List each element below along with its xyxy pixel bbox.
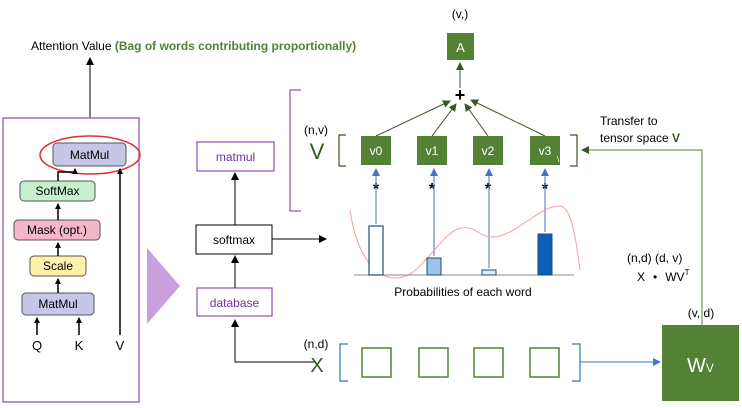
input-k-label: K xyxy=(75,338,84,353)
transfer-line-2: tensor space V xyxy=(600,131,680,145)
softmax-label: SoftMax xyxy=(35,184,79,198)
input-big-label: X xyxy=(310,355,323,377)
scaled-dot-product-panel xyxy=(2,117,140,403)
arrow-v3-to-sum xyxy=(470,99,546,137)
x-row-left-bracket xyxy=(339,343,348,382)
v3-cell: v3 \ xyxy=(530,136,560,165)
transfer-line-1: Transfer to xyxy=(600,114,658,128)
probability-curve xyxy=(349,205,581,279)
v1-label: v1 xyxy=(426,144,439,158)
matmul-top-label: MatMul xyxy=(70,148,109,162)
attention-value-title: Attention Value (Bag of words contributi… xyxy=(31,39,356,53)
input-q-label: Q xyxy=(32,338,42,353)
v1-cell: v1 xyxy=(417,136,447,165)
sum-plus-sign: + xyxy=(455,85,466,105)
arrow-v2-to-sum xyxy=(464,103,489,137)
values-big-label: V xyxy=(310,139,325,164)
weight-matrix-label: WV xyxy=(687,355,714,377)
mask-box xyxy=(13,219,101,241)
v1-box xyxy=(417,136,447,165)
matmul-bottom-label: MatMul xyxy=(38,297,77,311)
database-label: database xyxy=(210,296,260,310)
probability-bar-3 xyxy=(537,233,553,276)
output-shape-label: (v,) xyxy=(452,7,468,21)
x-cell-2 xyxy=(473,347,504,378)
multiply-star-1: * xyxy=(429,181,436,198)
probability-bar-2 xyxy=(481,269,497,276)
database-box xyxy=(196,287,273,317)
formula-shapes: (n,d) (d, v) xyxy=(627,251,682,265)
weight-matrix-box xyxy=(662,325,739,401)
probability-bar-0 xyxy=(368,225,384,276)
arrow-v0-to-sum xyxy=(375,100,451,137)
softmax-mid-label: softmax xyxy=(213,233,255,247)
matmul-top-box xyxy=(52,142,127,167)
matmul-box xyxy=(196,141,275,172)
scale-label: Scale xyxy=(43,259,73,273)
highlight-ellipse xyxy=(39,135,141,175)
output-a-box xyxy=(447,33,474,60)
matmul-label: matmul xyxy=(216,150,255,164)
output-a-label: A xyxy=(456,40,465,55)
probability-bar-1 xyxy=(426,257,442,276)
x-cell-3 xyxy=(529,347,560,378)
probabilities-caption: Probabilities of each word xyxy=(394,285,531,299)
v3-trailing-mark: \ xyxy=(557,155,560,164)
arrow-v1-to-sum xyxy=(431,103,457,137)
x-row-right-bracket xyxy=(572,343,581,382)
v-row-right-bracket xyxy=(570,134,578,167)
weight-shape-label: (v, d) xyxy=(688,306,714,320)
x-cell-0 xyxy=(361,347,392,378)
values-shape-label: (n,v) xyxy=(304,123,328,137)
v0-label: v0 xyxy=(370,144,383,158)
v-row-left-bracket xyxy=(338,134,346,167)
arrow-x-to-database xyxy=(231,319,316,363)
v3-label: v3 xyxy=(539,144,552,158)
multiply-star-2: * xyxy=(485,181,492,198)
arrow-softmax-matmul xyxy=(57,168,78,181)
input-v-label: V xyxy=(116,338,125,353)
v2-label: v2 xyxy=(482,144,495,158)
v2-box xyxy=(473,136,503,165)
v3-box xyxy=(530,136,560,165)
input-shape-label: (n,d) xyxy=(304,337,329,351)
arrow-wv-to-values xyxy=(581,146,703,325)
panel-pointer-triangle xyxy=(147,248,180,324)
mask-label: Mask (opt.) xyxy=(27,223,87,237)
formula-expression: X•WVT xyxy=(637,268,690,284)
v0-box xyxy=(361,136,391,165)
values-bracket xyxy=(289,89,301,212)
x-cell-1 xyxy=(418,347,449,378)
v0-cell: v0 xyxy=(361,136,391,165)
v2-cell: v2 xyxy=(473,136,503,165)
